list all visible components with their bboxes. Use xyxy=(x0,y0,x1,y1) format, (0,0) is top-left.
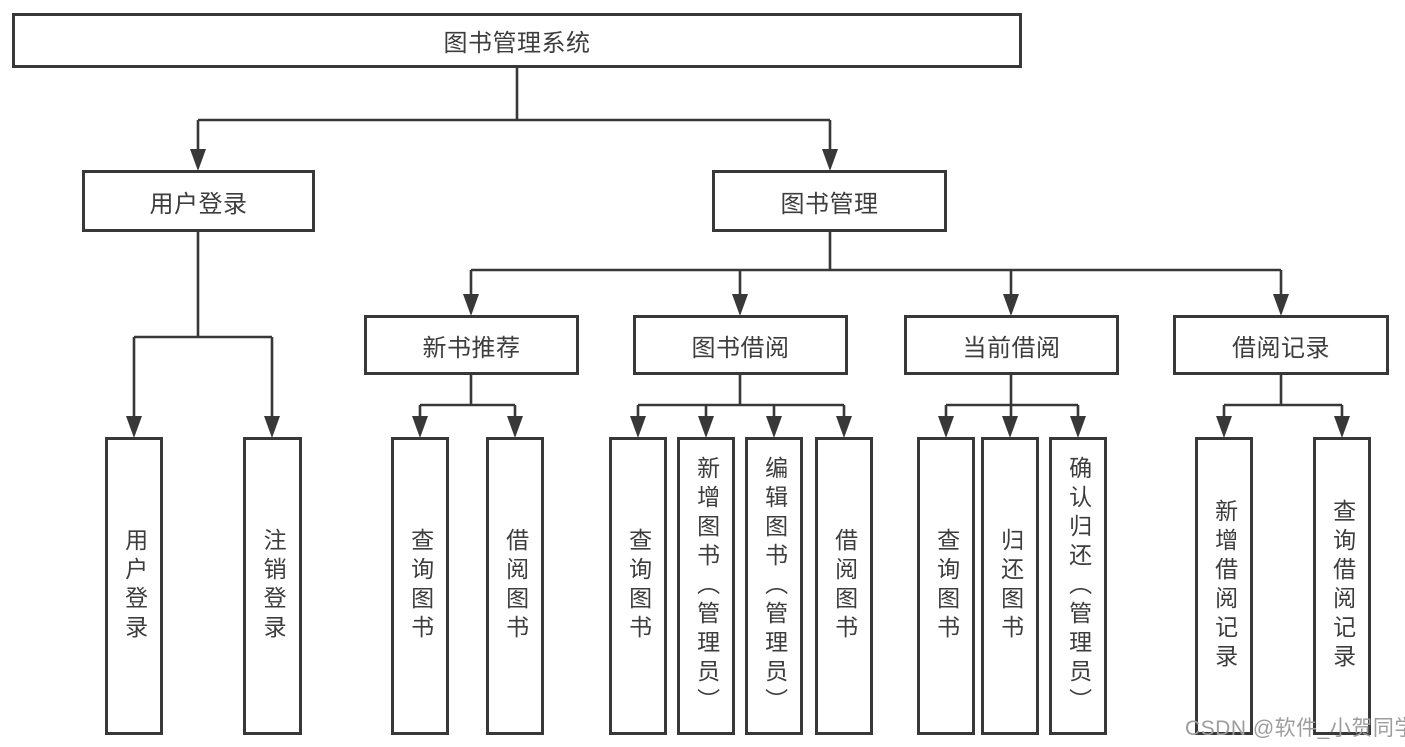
arrowheads xyxy=(126,149,1350,438)
leaf-confirm-return-admin-label: 确认归还（管理员） xyxy=(1065,455,1092,717)
leaf-confirm-return-admin: 确认归还（管理员） xyxy=(1049,437,1107,735)
leaf-borrow-books-recommend: 借阅图书 xyxy=(486,437,544,735)
leaf-query-books-current: 查询图书 xyxy=(917,437,975,735)
node-borrowing-records: 借阅记录 xyxy=(1173,315,1389,375)
node-user-login: 用户登录 xyxy=(82,170,315,232)
node-library-management-system: 图书管理系统 xyxy=(12,13,1022,68)
leaf-borrow-books-borrow-label: 借阅图书 xyxy=(831,528,858,644)
leaf-add-books-admin: 新增图书（管理员） xyxy=(677,437,735,735)
leaf-user-login-label: 用户登录 xyxy=(121,528,148,644)
leaf-query-books-borrow-label: 查询图书 xyxy=(625,528,652,644)
node-book-management: 图书管理 xyxy=(712,170,947,232)
leaf-logout: 注销登录 xyxy=(243,437,302,735)
leaf-add-books-admin-label: 新增图书（管理员） xyxy=(693,455,720,717)
leaf-query-books-current-label: 查询图书 xyxy=(933,528,960,644)
leaf-query-borrow-record: 查询借阅记录 xyxy=(1313,437,1371,735)
leaf-user-login: 用户登录 xyxy=(105,437,163,735)
leaf-query-books-recommend: 查询图书 xyxy=(391,437,449,735)
leaf-borrow-books-recommend-label: 借阅图书 xyxy=(502,528,529,644)
leaf-return-books: 归还图书 xyxy=(981,437,1039,735)
leaf-borrow-books-borrow: 借阅图书 xyxy=(815,437,873,735)
node-current-borrowing: 当前借阅 xyxy=(904,315,1119,375)
leaf-add-borrow-record-label: 新增借阅记录 xyxy=(1211,499,1238,673)
leaf-add-borrow-record: 新增借阅记录 xyxy=(1195,437,1253,735)
leaf-query-books-recommend-label: 查询图书 xyxy=(407,528,434,644)
leaf-edit-books-admin: 编辑图书（管理员） xyxy=(745,437,803,735)
leaf-return-books-label: 归还图书 xyxy=(997,528,1024,644)
node-book-borrowing: 图书借阅 xyxy=(633,315,848,375)
csdn-watermark: CSDN @软件_小贺同学 xyxy=(1185,717,1405,740)
leaf-query-books-borrow: 查询图书 xyxy=(609,437,667,735)
leaf-logout-label: 注销登录 xyxy=(260,528,287,644)
node-new-book-recommendation: 新书推荐 xyxy=(364,315,579,375)
leaf-edit-books-admin-label: 编辑图书（管理员） xyxy=(761,455,788,717)
leaf-query-borrow-record-label: 查询借阅记录 xyxy=(1329,499,1356,673)
